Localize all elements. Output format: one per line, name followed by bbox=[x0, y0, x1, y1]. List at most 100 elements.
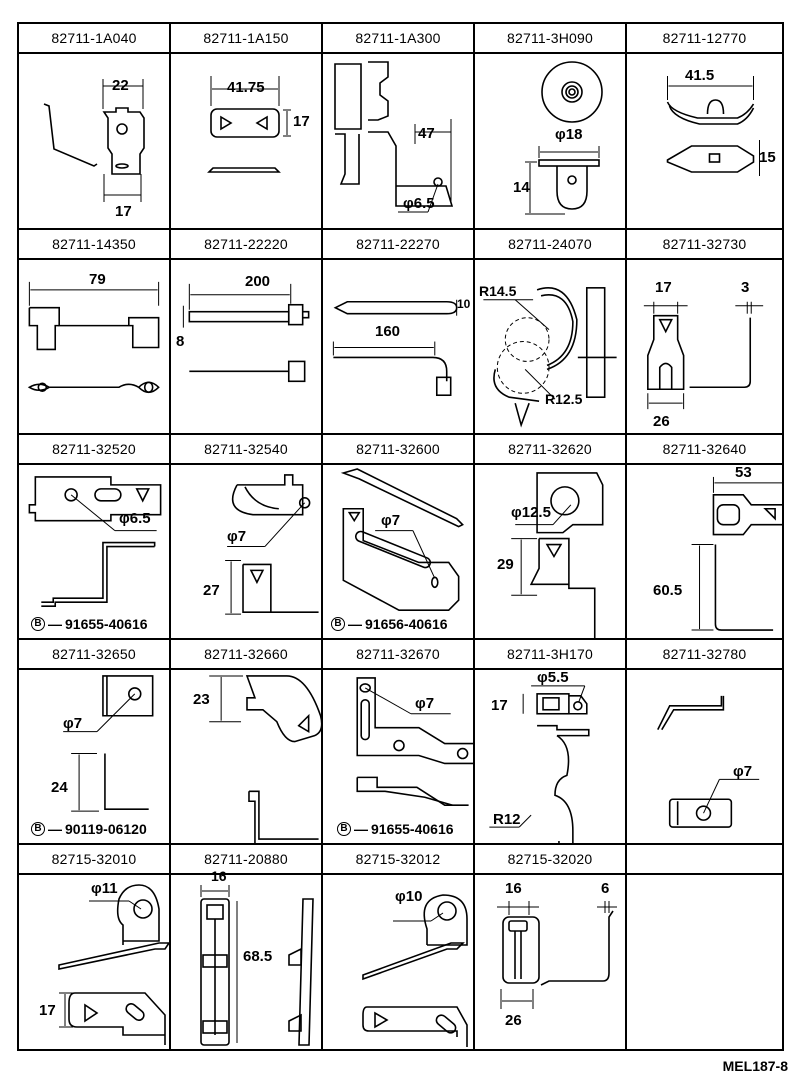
dim-length: 41.5 bbox=[685, 67, 715, 84]
note-dash: — bbox=[348, 616, 362, 632]
dim-thickness: 3 bbox=[741, 279, 750, 296]
bracket-drawing: φ7 B — 91656-40616 bbox=[323, 465, 473, 638]
grommet-drawing: φ18 14 bbox=[475, 54, 625, 228]
part-number: 82711-1A300 bbox=[323, 24, 473, 54]
note-dash: — bbox=[48, 821, 62, 837]
part-number: 82711-1A150 bbox=[171, 24, 321, 54]
part-number: 82711-32730 bbox=[627, 230, 782, 260]
part-cell-82711-3H090: 82711-3H090 φ18 14 bbox=[475, 24, 627, 230]
dim-width: 16 bbox=[211, 868, 227, 884]
bracket-drawing: φ10 bbox=[323, 875, 473, 1049]
part-cell-82711-1A150: 82711-1A150 41.75 17 bbox=[171, 24, 323, 230]
dim-height: 17 bbox=[39, 1002, 56, 1019]
part-cell-82711-1A040: 82711-1A040 22 17 bbox=[19, 24, 171, 230]
dim-height: 14 bbox=[513, 179, 530, 196]
marker-b-icon: B bbox=[31, 822, 45, 836]
part-cell-82715-32012: 82715-32012 φ10 bbox=[323, 845, 475, 1049]
part-cell-82711-32540: 82711-32540 φ7 27 bbox=[171, 435, 323, 640]
part-cell-82711-32670: 82711-32670 φ7 B — 91655-40616 bbox=[323, 640, 475, 845]
part-cell-82711-32650: 82711-32650 φ7 24 B — 90119-06120 bbox=[19, 640, 171, 845]
dim-radius-large: R14.5 bbox=[479, 283, 517, 299]
part-number: 82711-12770 bbox=[627, 24, 782, 54]
part-cell-82711-32780: 82711-32780 φ7 bbox=[627, 640, 782, 845]
part-cell-82711-32600: 82711-32600 φ7 B — 91656-40616 bbox=[323, 435, 475, 640]
bracket-drawing: φ12.5 29 bbox=[475, 465, 625, 638]
bracket-drawing: φ7 B — 91655-40616 bbox=[323, 670, 473, 843]
part-cell-82711-32640: 82711-32640 53 60.5 bbox=[627, 435, 782, 640]
bolt-note: B — 91656-40616 bbox=[331, 617, 448, 631]
part-cell-82711-24070: 82711-24070 R14.5 R12.5 bbox=[475, 230, 627, 435]
bracket-drawing: φ7 27 bbox=[171, 465, 321, 638]
marker-b-icon: B bbox=[31, 617, 45, 631]
dim-base: 17 bbox=[115, 203, 132, 220]
part-cell-82711-22220: 82711-22220 200 8 bbox=[171, 230, 323, 435]
dim-hole-diameter: φ7 bbox=[415, 695, 435, 712]
dim-hole-diameter: φ5.5 bbox=[537, 669, 569, 686]
part-number: 82711-32600 bbox=[323, 435, 473, 465]
dim-radius: R12 bbox=[493, 811, 521, 828]
clip-drawing: 41.5 15 bbox=[627, 54, 782, 228]
dim-base: 26 bbox=[653, 413, 670, 430]
dim-height: 17 bbox=[491, 697, 508, 714]
dim-length: 47 bbox=[418, 125, 435, 142]
part-cell-82711-3H170: 82711-3H170 φ5.5 17 R12 bbox=[475, 640, 627, 845]
part-number: 82711-1A040 bbox=[19, 24, 169, 54]
tie-strap-drawing: 200 8 bbox=[171, 260, 321, 433]
part-cell-82711-32620: 82711-32620 φ12.5 29 bbox=[475, 435, 627, 640]
note-dash: — bbox=[48, 616, 62, 632]
dim-length: 200 bbox=[245, 273, 271, 290]
part-number: 82711-3H170 bbox=[475, 640, 625, 670]
dim-height: 24 bbox=[51, 779, 68, 796]
clip-drawing: 17 3 26 bbox=[627, 260, 782, 433]
part-cell-82711-20880: 82711-20880 16 68.5 bbox=[171, 845, 323, 1049]
bolt-note: B — 91655-40616 bbox=[31, 617, 148, 631]
dim-radius-small: R12.5 bbox=[545, 391, 583, 407]
bracket-drawing: 41.75 17 bbox=[171, 54, 321, 228]
marker-b-icon: B bbox=[331, 617, 345, 631]
bolt-part-number: 91655-40616 bbox=[65, 616, 148, 632]
bracket-drawing: 23 bbox=[171, 670, 321, 843]
clamp-drawing: R14.5 R12.5 bbox=[475, 260, 625, 433]
dim-height: 29 bbox=[497, 556, 514, 573]
dim-height: 15 bbox=[759, 149, 776, 166]
part-number: 82711-32640 bbox=[627, 435, 782, 465]
dim-width: 10 bbox=[457, 297, 471, 311]
dim-hole-diameter: φ12.5 bbox=[511, 504, 551, 521]
bracket-drawing: φ11 17 bbox=[19, 875, 169, 1049]
clip-drawing: 16 6 26 bbox=[475, 875, 625, 1049]
bolt-part-number: 90119-06120 bbox=[65, 821, 147, 837]
part-cell-82711-32520: 82711-32520 φ6.5 B — 91655-40616 bbox=[19, 435, 171, 640]
bracket-drawing: 53 60.5 bbox=[627, 465, 782, 638]
part-number bbox=[627, 845, 782, 875]
dim-length: 79 bbox=[89, 271, 106, 288]
dim-length: 41.75 bbox=[227, 79, 265, 96]
part-number: 82711-3H090 bbox=[475, 24, 625, 54]
marker-b-icon: B bbox=[337, 822, 351, 836]
part-number: 82711-22220 bbox=[171, 230, 321, 260]
clamp-drawing: 79 bbox=[19, 260, 169, 433]
bolt-part-number: 91655-40616 bbox=[371, 821, 454, 837]
dim-hole-diameter: φ7 bbox=[381, 512, 401, 529]
dim-hole-diameter: φ6.5 bbox=[403, 195, 435, 212]
drawing-code: MEL187-8 bbox=[722, 1058, 788, 1074]
dim-width: 17 bbox=[655, 279, 672, 296]
dim-hole-diameter: φ7 bbox=[733, 763, 753, 780]
dim-hole-diameter: φ11 bbox=[91, 880, 118, 897]
parts-grid: 82711-1A040 22 17 82711-1A150 bbox=[17, 22, 784, 1051]
dim-width: 16 bbox=[505, 880, 522, 897]
part-number: 82711-32540 bbox=[171, 435, 321, 465]
dim-width: 8 bbox=[176, 333, 185, 350]
part-number: 82715-32010 bbox=[19, 845, 169, 875]
dim-hole-diameter: φ6.5 bbox=[119, 510, 151, 527]
part-number: 82711-20880 bbox=[171, 845, 321, 875]
dim-thickness: 6 bbox=[601, 880, 610, 897]
dim-width: 22 bbox=[112, 77, 129, 94]
bolt-note: B — 90119-06120 bbox=[31, 822, 147, 836]
tie-strap-drawing: 10 160 bbox=[323, 260, 473, 433]
part-number: 82711-32650 bbox=[19, 640, 169, 670]
holder-drawing: 16 68.5 bbox=[171, 869, 321, 1049]
part-number: 82711-22270 bbox=[323, 230, 473, 260]
part-cell-empty bbox=[627, 845, 782, 1049]
bracket-drawing: φ7 24 B — 90119-06120 bbox=[19, 670, 169, 843]
part-cell-82711-14350: 82711-14350 79 bbox=[19, 230, 171, 435]
